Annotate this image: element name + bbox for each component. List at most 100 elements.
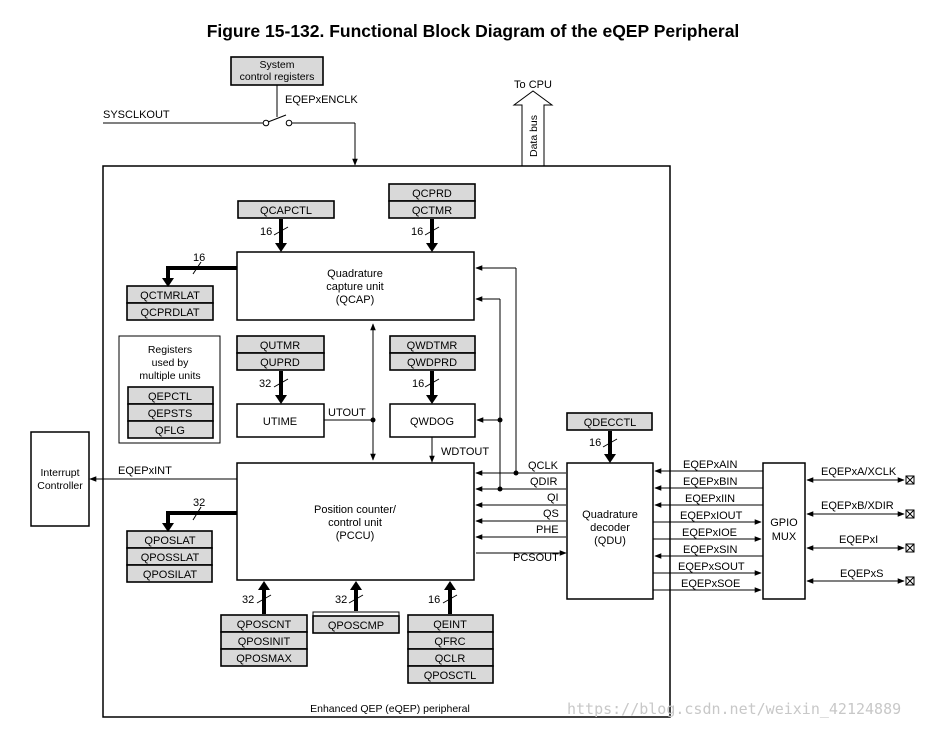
qwdog-unit: QWDOG — [389, 403, 476, 438]
phe-label: PHE — [536, 524, 559, 536]
sysclkout-label: SYSCLKOUT — [103, 109, 170, 121]
pin-s-label: EQEPxS — [840, 568, 883, 580]
shared-title-line-2: used by — [152, 357, 190, 369]
register-qposcnt-group: QPOSCNT QPOSINIT QPOSMAX — [220, 614, 308, 667]
qs-label: QS — [543, 508, 559, 520]
shared-title-line-3: multiple units — [139, 370, 200, 382]
qcap-unit: Quadrature capture unit (QCAP) — [236, 251, 475, 321]
qwdog-label: QWDOG — [410, 416, 454, 428]
pcsout-label: PCSOUT — [513, 552, 559, 564]
utout-label: UTOUT — [328, 407, 366, 419]
register-qdecctl: QDECCTL — [566, 412, 653, 431]
qdu-line-2: decoder — [590, 522, 630, 534]
qdir-label: QDIR — [530, 476, 558, 488]
qposmax-label: QPOSMAX — [236, 653, 292, 665]
qi-label: QI — [547, 492, 559, 504]
register-qposlat-group: QPOSLAT QPOSSLAT QPOSILAT — [126, 530, 213, 583]
qdu-line-3: (QDU) — [594, 535, 626, 547]
qwdtmr-label: QWDTMR — [407, 340, 458, 352]
gpio-mux: GPIO MUX — [762, 462, 806, 600]
eqepxioe-label: EQEPxIOE — [682, 527, 737, 539]
pin-b-icon — [905, 509, 915, 519]
qutmr-label: QUTMR — [260, 340, 300, 352]
utime-label: UTIME — [263, 416, 297, 428]
qcap-line-1: Quadrature — [327, 268, 383, 280]
qdecctl-width: 16 — [589, 437, 601, 449]
qutmr-width: 32 — [259, 378, 271, 390]
qdu-unit: Quadrature decoder (QDU) — [566, 462, 654, 600]
qctmrlat-label: QCTMRLAT — [140, 290, 200, 302]
qeint-width: 16 — [428, 594, 440, 606]
pin-a-icon — [905, 475, 915, 485]
quprd-label: QUPRD — [260, 357, 300, 369]
register-qctmrlat-group: QCTMRLAT QCPRDLAT — [126, 285, 214, 321]
qcprd-label: QCPRD — [412, 188, 452, 200]
qposcmp-label: QPOSCMP — [328, 620, 384, 632]
clock-enable-switch — [262, 114, 293, 127]
qcap-line-2: capture unit — [326, 281, 383, 293]
register-qcapctl: QCAPCTL — [237, 200, 335, 219]
qcprdlat-label: QCPRDLAT — [140, 307, 199, 319]
qcap-line-3: (QCAP) — [336, 294, 375, 306]
register-qutmr-group: QUTMR QUPRD — [236, 335, 325, 371]
data-bus-arrow — [512, 90, 554, 166]
register-qeint-group: QEINT QFRC QCLR QPOSCTL — [407, 614, 494, 684]
shared-registers-group: Registers used by multiple units QEPCTL … — [118, 335, 221, 444]
to-cpu-label: To CPU — [514, 79, 552, 91]
pccu-line-3: (PCCU) — [336, 530, 375, 542]
interrupt-controller: Interrupt Controller — [30, 431, 90, 527]
qdecctl-label: QDECCTL — [584, 417, 637, 429]
wdtout-label: WDTOUT — [441, 446, 489, 458]
interrupt-controller-line-1: Interrupt — [40, 467, 79, 479]
eqepxsout-label: EQEPxSOUT — [678, 561, 745, 573]
qdu-line-1: Quadrature — [582, 509, 638, 521]
eqep-container — [102, 165, 671, 718]
pin-i-label: EQEPxI — [839, 534, 878, 546]
qwdtmr-width: 16 — [412, 378, 424, 390]
qposlat-label: QPOSLAT — [144, 535, 195, 547]
gpio-line-2: MUX — [772, 531, 797, 543]
qposctl-label: QPOSCTL — [424, 670, 477, 682]
qepsts-label: QEPSTS — [148, 408, 193, 420]
qposcnt-width: 32 — [242, 594, 254, 606]
eqepxain-label: EQEPxAIN — [683, 459, 737, 471]
qctmr-label: QCTMR — [412, 205, 452, 217]
watermark: https://blog.csdn.net/weixin_42124889 — [567, 700, 901, 718]
qepctl-label: QEPCTL — [148, 391, 192, 403]
qfrc-label: QFRC — [434, 636, 465, 648]
qposcnt-label: QPOSCNT — [237, 619, 292, 631]
eqepxiout-label: EQEPxIOUT — [680, 510, 743, 522]
qcap-lat-width: 16 — [193, 252, 205, 264]
shared-title-line-1: Registers — [148, 344, 192, 356]
gpio-line-1: GPIO — [770, 517, 798, 529]
qposlat-width: 32 — [193, 497, 205, 509]
qeint-label: QEINT — [433, 619, 467, 631]
container-label: Enhanced QEP (eQEP) peripheral — [310, 703, 470, 715]
figure-title: Figure 15-132. Functional Block Diagram … — [207, 21, 740, 41]
register-qwdtmr-group: QWDTMR QWDPRD — [389, 335, 476, 371]
pin-b-label: EQEPxB/XDIR — [821, 500, 894, 512]
pin-s-icon — [905, 576, 915, 586]
pccu-line-2: control unit — [328, 517, 382, 529]
pccu-unit: Position counter/ control unit (PCCU) — [236, 462, 475, 581]
register-qposcmp: QPOSCMP — [312, 611, 400, 634]
qwdprd-label: QWDPRD — [407, 357, 457, 369]
qposcmp-width: 32 — [335, 594, 347, 606]
register-qcprd-group: QCPRD QCTMR — [388, 183, 476, 219]
qposslat-label: QPOSSLAT — [141, 552, 200, 564]
qcapctl-width: 16 — [260, 226, 272, 238]
data-bus-label: Data bus — [528, 115, 540, 157]
eqepxsoe-label: EQEPxSOE — [681, 578, 740, 590]
utime-unit: UTIME — [236, 403, 325, 438]
system-control-line-2: control registers — [240, 71, 315, 83]
qclk-label: QCLK — [528, 460, 559, 472]
enclk-label: EQEPxENCLK — [285, 94, 358, 106]
qcprd-width: 16 — [411, 226, 423, 238]
qposinit-label: QPOSINIT — [238, 636, 291, 648]
qclr-label: QCLR — [435, 653, 466, 665]
interrupt-controller-line-2: Controller — [37, 480, 83, 492]
eqepxsin-label: EQEPxSIN — [683, 544, 737, 556]
system-control-registers: System control registers — [230, 56, 324, 86]
eqepxbin-label: EQEPxBIN — [683, 476, 737, 488]
